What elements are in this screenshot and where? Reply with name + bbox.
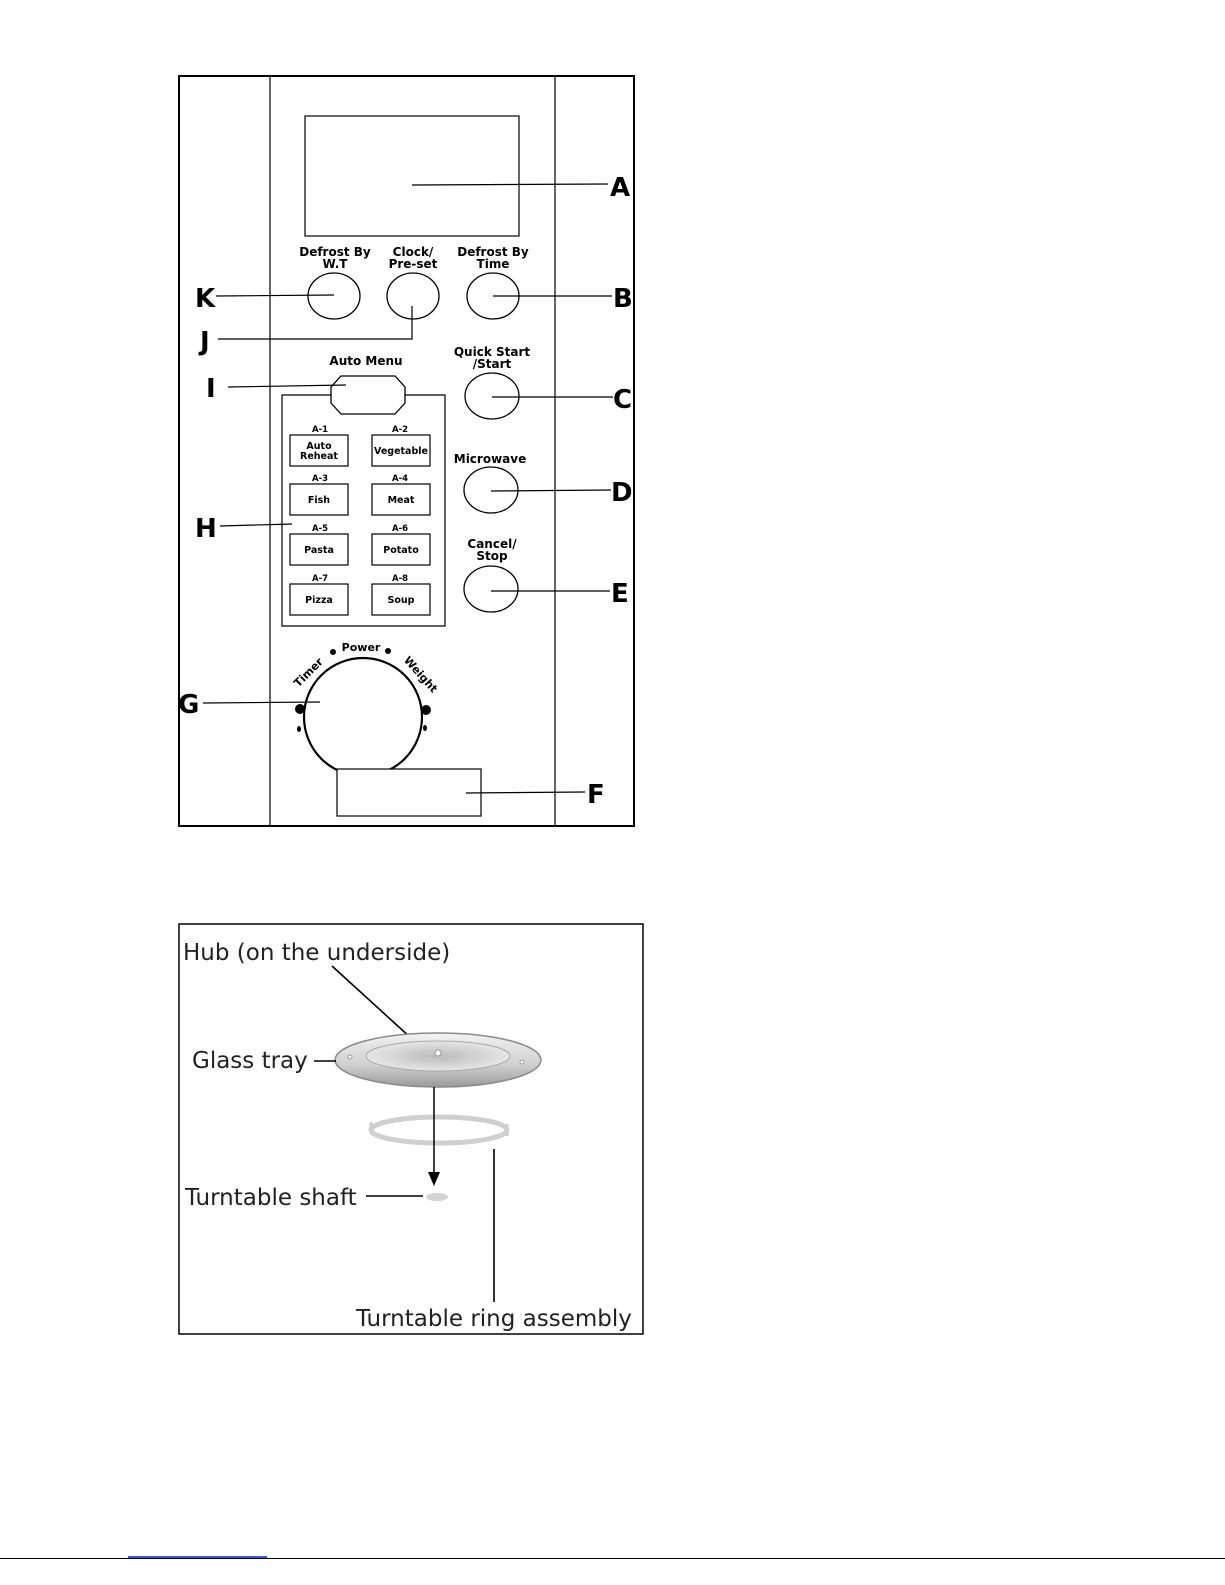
menu-button-pasta	[289, 533, 349, 566]
callout-a: A	[610, 173, 630, 203]
ring-label: Turntable ring assembly	[355, 1306, 632, 1332]
menu-button-auto-reheat	[289, 434, 349, 467]
callout-line-h	[219, 523, 293, 527]
menu-label-a4: Meat	[388, 495, 415, 506]
dial-dot-5	[297, 726, 301, 732]
menu-label-a5: Pasta	[304, 545, 334, 556]
dial-dot-2	[385, 648, 391, 654]
menu-item-grid: A-1 Auto Reheat A-2 Vegetable A-3 Fish A…	[289, 425, 431, 616]
turntable-shaft	[426, 1193, 448, 1201]
door-release-button	[336, 768, 482, 817]
quick-start-button	[464, 372, 520, 420]
menu-button-vegetable	[371, 434, 431, 467]
menu-button-meat	[371, 483, 431, 516]
callout-line-k	[215, 294, 335, 297]
callout-line-j	[218, 306, 413, 340]
turntable-figure: Hub (on the underside) Glass tray Turnta…	[178, 923, 644, 1335]
cancel-label-1: Cancel/	[467, 537, 517, 551]
shaft-label: Turntable shaft	[184, 1185, 357, 1211]
callout-h: H	[195, 514, 217, 544]
turntable-frame	[178, 923, 644, 1335]
callout-c: C	[613, 385, 632, 415]
tray-hole-right	[519, 1059, 525, 1065]
callout-g: G	[178, 690, 199, 720]
menu-label-a3: Fish	[308, 495, 330, 506]
microwave-button	[463, 466, 519, 514]
glass-tray-label: Glass tray	[192, 1048, 308, 1074]
menu-code-a2: A-2	[392, 425, 408, 435]
menu-code-a3: A-3	[312, 474, 328, 484]
menu-button-fish	[289, 483, 349, 516]
menu-label-a7: Pizza	[305, 595, 333, 606]
defrost-wt-label-1: Defrost By	[299, 245, 371, 259]
tray-hole-left	[347, 1054, 353, 1060]
defrost-wt-button	[307, 272, 361, 320]
auto-menu-button	[330, 375, 406, 415]
cancel-label-2: Stop	[476, 549, 508, 563]
menu-label-a8: Soup	[388, 595, 415, 606]
menu-button-potato	[371, 533, 431, 566]
menu-code-a5: A-5	[312, 524, 328, 534]
callout-j: J	[198, 327, 210, 357]
quick-start-label-2: /Start	[473, 357, 512, 371]
menu-code-a6: A-6	[392, 524, 408, 534]
menu-label-a1-2: Reheat	[300, 451, 338, 462]
menu-code-a1: A-1	[312, 425, 328, 435]
menu-label-a2: Vegetable	[374, 446, 428, 457]
callout-k: K	[195, 284, 216, 314]
menu-button-pizza	[289, 583, 349, 616]
callout-f: F	[587, 780, 605, 810]
callout-line-a	[411, 183, 609, 186]
dial-knob	[302, 656, 424, 778]
microwave-label: Microwave	[454, 452, 526, 466]
clock-button	[386, 272, 440, 320]
display-window	[304, 115, 520, 237]
defrost-wt-label-2: W.T	[322, 257, 348, 271]
hub-center	[434, 1049, 442, 1057]
callout-e: E	[611, 579, 629, 609]
cancel-stop-button	[463, 565, 519, 613]
menu-button-soup	[371, 583, 431, 616]
defrost-time-label-1: Defrost By	[457, 245, 529, 259]
clock-label-1: Clock/	[393, 245, 434, 259]
dial-dot-3	[295, 704, 305, 714]
callout-b: B	[613, 284, 633, 314]
defrost-time-label-2: Time	[477, 257, 510, 271]
callout-d: D	[611, 478, 633, 508]
dial-dot-6	[423, 725, 427, 731]
footer-link-underline	[128, 1556, 267, 1558]
callout-line-g	[202, 701, 321, 704]
menu-label-a6: Potato	[383, 545, 419, 556]
quick-start-label-1: Quick Start	[454, 345, 531, 359]
clock-label-2: Pre-set	[389, 257, 438, 271]
dial-dot-1	[330, 649, 336, 655]
menu-label-a1-1: Auto	[306, 441, 332, 452]
callout-i: I	[206, 374, 216, 404]
auto-menu-label: Auto Menu	[329, 354, 402, 368]
dial-label-power: Power	[342, 641, 381, 654]
shaft-arrow-head	[428, 1172, 440, 1186]
callout-line-i	[227, 384, 347, 388]
menu-code-a4: A-4	[392, 474, 408, 484]
menu-code-a7: A-7	[312, 574, 328, 584]
menu-code-a8: A-8	[392, 574, 408, 584]
auto-menu-box	[281, 394, 446, 627]
callout-line-d	[490, 489, 612, 492]
page-footer-rule	[0, 1558, 1225, 1559]
dial-dot-4	[421, 705, 431, 715]
callout-line-f	[465, 791, 586, 794]
control-panel-figure: A Defrost By W.T Clock/ Pre-set Defrost …	[178, 75, 635, 827]
hub-label: Hub (on the underside)	[183, 940, 450, 966]
